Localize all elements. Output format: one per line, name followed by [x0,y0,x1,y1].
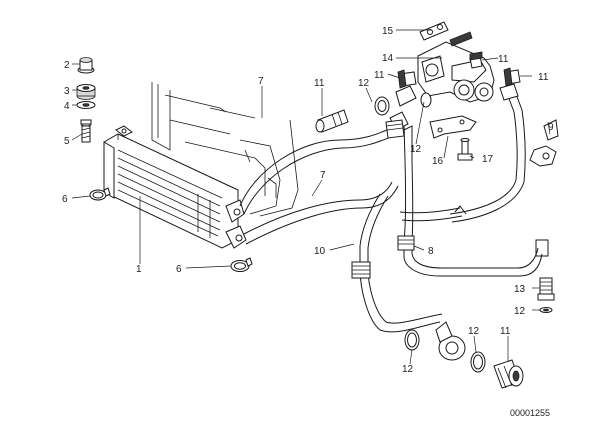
callout-12: 12 [402,364,414,375]
sealing-ring-12a [374,96,390,116]
sealing-ring-12b [420,92,432,108]
banjo-bolt-11-top [469,51,483,69]
callout-17: 17 [482,154,494,165]
cap-nut-2 [77,57,95,74]
callout-9: 9 [548,122,554,133]
hose-sleeve-10 [351,261,371,279]
hose-clamp-6b [230,257,253,272]
bolt-5 [80,119,92,143]
hose-clamp-6a [89,187,111,201]
banjo-bolt-11-lower [493,359,524,389]
callout-12: 12 [468,326,480,337]
shim-14 [449,31,473,47]
callout-2: 2 [64,60,70,71]
callout-1: 1 [136,264,142,275]
screw-17 [457,138,473,161]
callout-7: 7 [320,170,326,181]
sealing-ring-12e [470,351,486,373]
frame-tube [151,82,299,217]
callout-12: 12 [358,78,370,89]
clip-9 [529,119,559,167]
document-number: 00001255 [510,408,550,418]
callout-11: 11 [498,54,509,65]
callout-8: 8 [428,246,434,257]
callout-15: 15 [382,26,394,37]
callout-5: 5 [64,136,70,147]
hose-sleeve-8 [397,235,415,251]
oil-line-long-10 [359,193,443,333]
washer-4 [76,101,96,109]
thermostat-housing [417,41,495,103]
callout-4: 4 [64,101,70,112]
holder-bracket-16 [429,115,477,139]
gasket-15 [419,21,449,41]
union-13 [537,277,555,301]
callout-11: 11 [314,78,325,89]
rubber-bush-3 [76,84,96,100]
callout-11: 11 [538,72,549,83]
callout-16: 16 [432,156,444,167]
oil-cooler [103,125,247,249]
callout-numbers: 15 14 11 11 11 11 12 7 7 2 3 4 5 6 6 1 1… [62,26,554,418]
callout-3: 3 [64,86,70,97]
banjo-fitting-lower [435,321,466,361]
banjo-bolt-11-right [503,67,521,87]
callout-12: 12 [514,306,526,317]
callout-13: 13 [514,284,526,295]
callout-14: 14 [382,53,394,64]
banjo-bolt-11-center [315,109,349,133]
oil-hose-upper-7 [239,127,395,215]
callout-10: 10 [314,246,326,257]
sealing-ring-12d [404,329,420,351]
callout-6: 6 [62,194,68,205]
hose-sleeve-upper [385,119,405,139]
callout-6: 6 [176,264,182,275]
callout-7: 7 [258,76,264,87]
oil-hose-lower-7 [243,181,399,245]
banjo-bolt-11-left [397,69,417,89]
callout-11: 11 [374,70,385,81]
callout-12: 12 [410,144,422,155]
oil-line-center [399,207,463,222]
oil-line-right-side [449,93,526,223]
sealing-ring-12c [539,307,553,313]
callout-11: 11 [500,326,511,337]
oil-line-right [395,123,549,277]
leader-lines [71,29,551,365]
